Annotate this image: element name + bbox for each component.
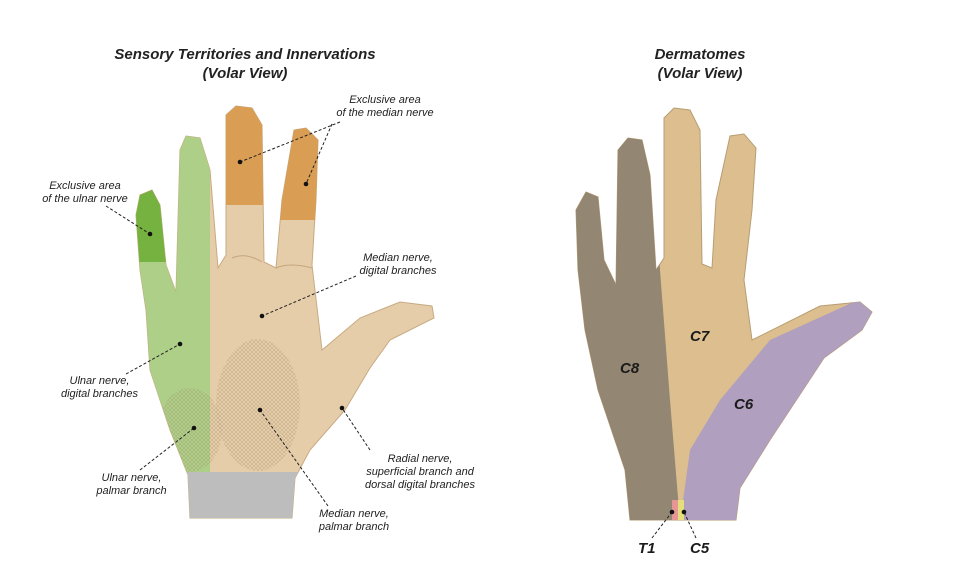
label-ulnar-palmar: Ulnar nerve, palmar branch <box>84 472 179 498</box>
label-exclusive-median-line1: Exclusive area <box>349 94 421 106</box>
label-exclusive-median-line2: of the median nerve <box>336 107 434 119</box>
left-title-line1: Sensory Territories and Innervations <box>114 46 376 63</box>
label-median-palmar-line1: Median nerve, <box>319 508 389 520</box>
label-ulnar-palmar-line1: Ulnar nerve, <box>101 472 162 484</box>
label-median-palmar: Median nerve, palmar branch <box>304 508 404 534</box>
label-exclusive-ulnar-line2: of the ulnar nerve <box>42 193 128 205</box>
right-title: Dermatomes (Volar View) <box>590 45 810 83</box>
label-ulnar-palmar-line2: palmar branch <box>96 485 167 497</box>
label-radial-line3: dorsal digital branches <box>364 479 476 491</box>
label-ulnar-digital: Ulnar nerve, digital branches <box>52 375 147 401</box>
label-radial: Radial nerve, superficial branch and dor… <box>350 453 490 492</box>
ulnar-exclusive-area <box>136 185 166 262</box>
label-exclusive-median: Exclusive area of the median nerve <box>330 94 440 120</box>
median-palmar-hatch <box>216 339 300 471</box>
dermatome-c5: C5 <box>690 540 710 557</box>
c8-region <box>576 108 680 520</box>
dermatome-c8: C8 <box>620 360 640 377</box>
left-title-line2: (Volar View) <box>202 65 288 82</box>
right-title-line1: Dermatomes <box>654 46 746 63</box>
dermatome-c6: C6 <box>734 396 754 413</box>
label-exclusive-ulnar-line1: Exclusive area <box>49 180 121 192</box>
label-exclusive-ulnar: Exclusive area of the ulnar nerve <box>30 180 140 206</box>
label-median-digital-line1: Median nerve, <box>363 252 433 264</box>
dermatome-c7: C7 <box>690 328 710 345</box>
dermatome-t1: T1 <box>638 540 656 557</box>
label-median-digital: Median nerve, digital branches <box>348 252 448 278</box>
left-title: Sensory Territories and Innervations (Vo… <box>110 45 380 83</box>
label-ulnar-digital-line1: Ulnar nerve, <box>69 375 130 387</box>
label-median-palmar-line2: palmar branch <box>318 521 390 533</box>
t1-strip <box>672 500 678 520</box>
label-radial-line2: superficial branch and <box>366 466 474 478</box>
c5-strip <box>678 500 684 520</box>
right-hand <box>575 107 873 521</box>
leader-lines <box>105 121 697 539</box>
label-radial-line1: Radial nerve, <box>387 453 453 465</box>
median-exclusive-middle <box>220 106 266 205</box>
label-median-digital-line2: digital branches <box>359 265 437 277</box>
label-ulnar-digital-line2: digital branches <box>60 388 139 400</box>
leader-dots <box>147 159 687 515</box>
right-title-line2: (Volar View) <box>657 65 743 82</box>
ulnar-palmar-hatch <box>158 388 222 472</box>
